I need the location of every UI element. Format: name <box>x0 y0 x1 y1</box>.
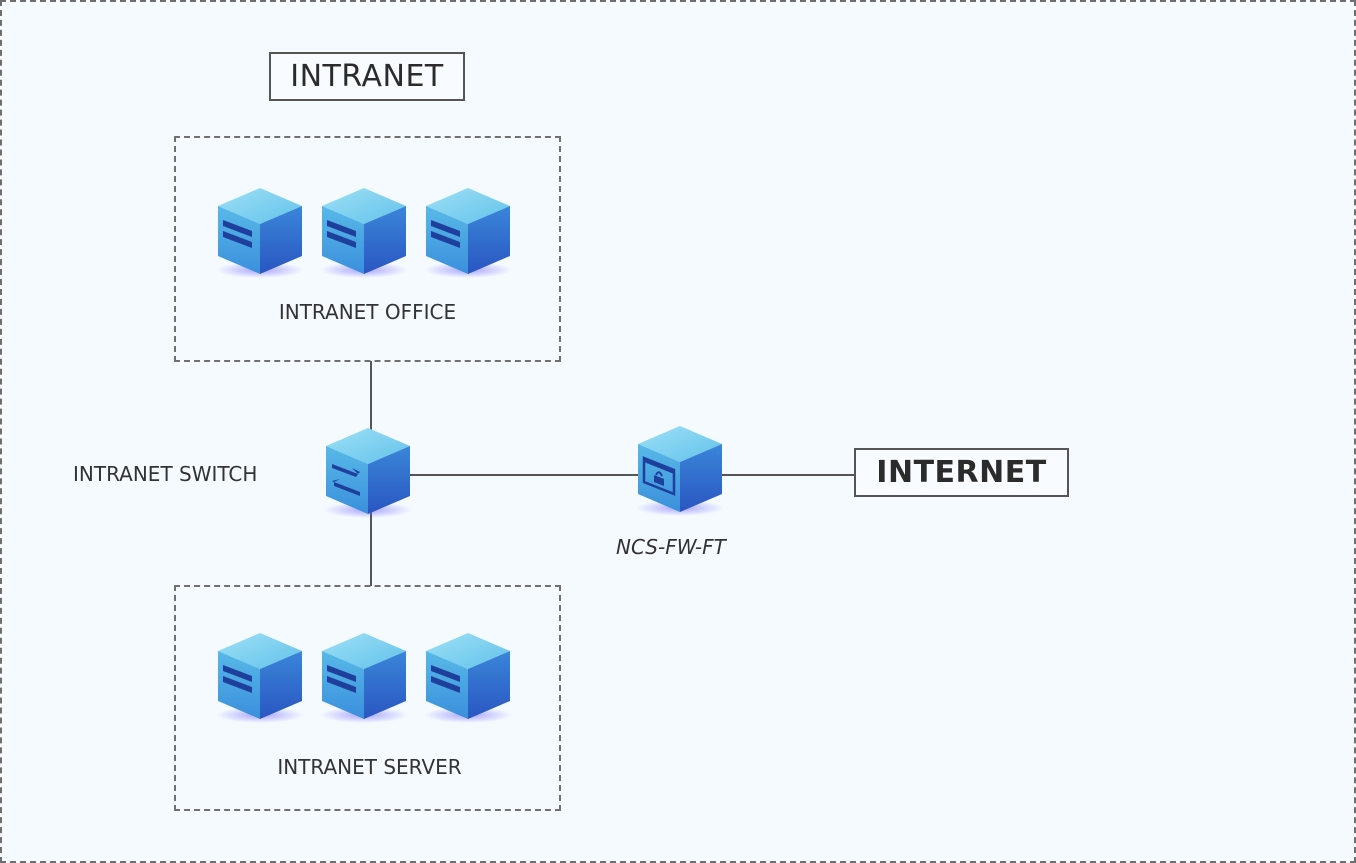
intranet-server-label: INTRANET SERVER <box>277 755 462 779</box>
link-switch-firewall <box>406 474 640 476</box>
server-icon <box>214 629 306 725</box>
office-server-icon <box>318 184 410 280</box>
link-office-switch <box>370 361 372 433</box>
internet-box: INTERNET <box>854 448 1069 497</box>
intranet-switch-label: INTRANET SWITCH <box>73 462 258 486</box>
intranet-title: INTRANET <box>269 52 465 101</box>
intranet-office-zone <box>174 136 561 362</box>
office-server-icon <box>422 184 514 280</box>
firewall-icon <box>634 422 726 518</box>
link-switch-server <box>370 510 372 586</box>
intranet-office-label: INTRANET OFFICE <box>278 300 457 324</box>
office-server-icon <box>214 184 306 280</box>
firewall-label: NCS-FW-FT <box>616 535 726 559</box>
server-icon <box>422 629 514 725</box>
server-icon <box>318 629 410 725</box>
intranet-server-zone <box>174 585 561 811</box>
switch-icon <box>322 424 414 520</box>
link-firewall-internet <box>722 474 855 476</box>
